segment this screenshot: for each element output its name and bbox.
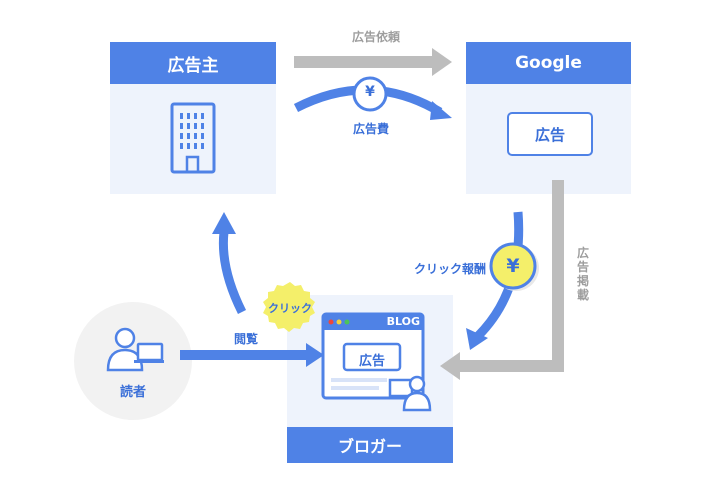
click-label: クリック xyxy=(268,302,312,315)
blog-window xyxy=(321,312,425,400)
yen-coin-top xyxy=(352,76,388,112)
advertiser-title: 広告主 xyxy=(110,42,276,84)
ad-fee-label: 広告費 xyxy=(352,122,389,136)
yen-top-symbol: ¥ xyxy=(365,84,375,100)
yen-coin-reward xyxy=(489,242,539,291)
click-reward-label: クリック報酬 xyxy=(413,262,486,276)
blogger-title: ブロガー xyxy=(287,427,453,463)
view-arrow xyxy=(180,343,324,367)
ad-placement-label: 広告掲載 xyxy=(576,246,589,302)
view-label: 閲覧 xyxy=(233,332,258,346)
building-icon xyxy=(170,102,216,174)
click-burst xyxy=(263,282,315,332)
ad-request-label: 広告依頼 xyxy=(351,30,400,44)
ad-request-arrow xyxy=(294,48,452,76)
google-title: Google xyxy=(466,42,631,84)
yen-reward-symbol: ¥ xyxy=(506,255,520,277)
google-ad-label: 広告 xyxy=(534,125,565,144)
blog-label: BLOG xyxy=(386,315,420,328)
view-to-advertiser-arrow xyxy=(212,212,247,315)
google-ad-box: 広告 xyxy=(507,112,593,156)
blogger-person-icon xyxy=(388,375,432,412)
blog-ad-label: 広告 xyxy=(358,354,385,369)
ad-placement-arrow xyxy=(440,180,564,380)
reader-label: 読者 xyxy=(119,385,146,400)
reader-person-icon xyxy=(106,327,164,372)
